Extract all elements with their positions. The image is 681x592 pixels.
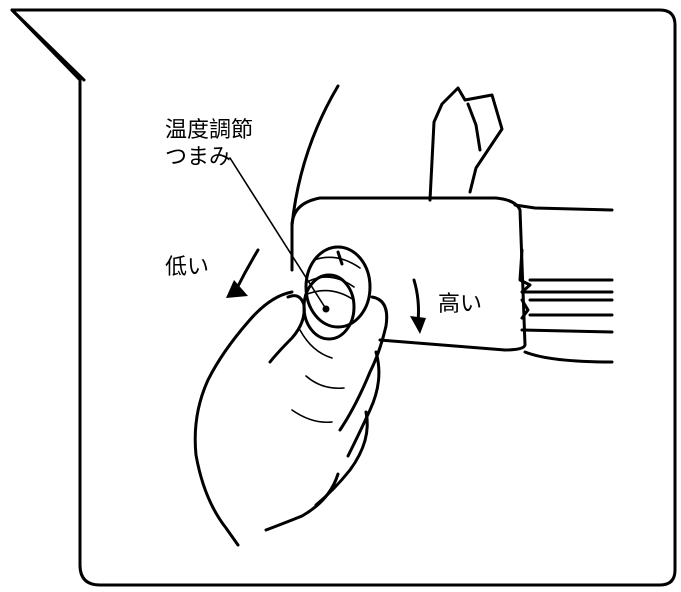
appliance-front-face <box>290 208 527 352</box>
frame-outline <box>10 8 677 587</box>
frame-corner-fold <box>10 8 86 82</box>
thumb <box>268 294 306 364</box>
little-finger <box>264 472 340 532</box>
appliance-handle <box>428 86 504 202</box>
knob-label-line1: 温度調節 <box>165 118 254 143</box>
low-label: 低い <box>165 255 210 280</box>
knob-indicator <box>336 250 344 266</box>
knob-label-line2: つまみ <box>165 145 232 170</box>
index-finger <box>338 295 389 432</box>
appliance-top-edge <box>290 196 522 227</box>
label-leader-line <box>229 157 327 310</box>
low-arrow-stem <box>234 248 260 292</box>
knob-face <box>304 245 372 329</box>
low-arrow-head <box>226 280 248 298</box>
appliance-left-edge <box>290 84 340 227</box>
appliance-right-panel <box>513 203 614 364</box>
knob-ridges <box>304 256 361 301</box>
high-arrow-stem <box>412 278 420 324</box>
finger-creases <box>291 329 345 424</box>
middle-finger <box>346 350 381 458</box>
panel-joint <box>518 248 532 320</box>
hand-outline <box>193 290 294 547</box>
high-label: 高い <box>438 292 483 317</box>
handle-inner <box>466 102 482 152</box>
high-arrow-head <box>410 316 426 334</box>
